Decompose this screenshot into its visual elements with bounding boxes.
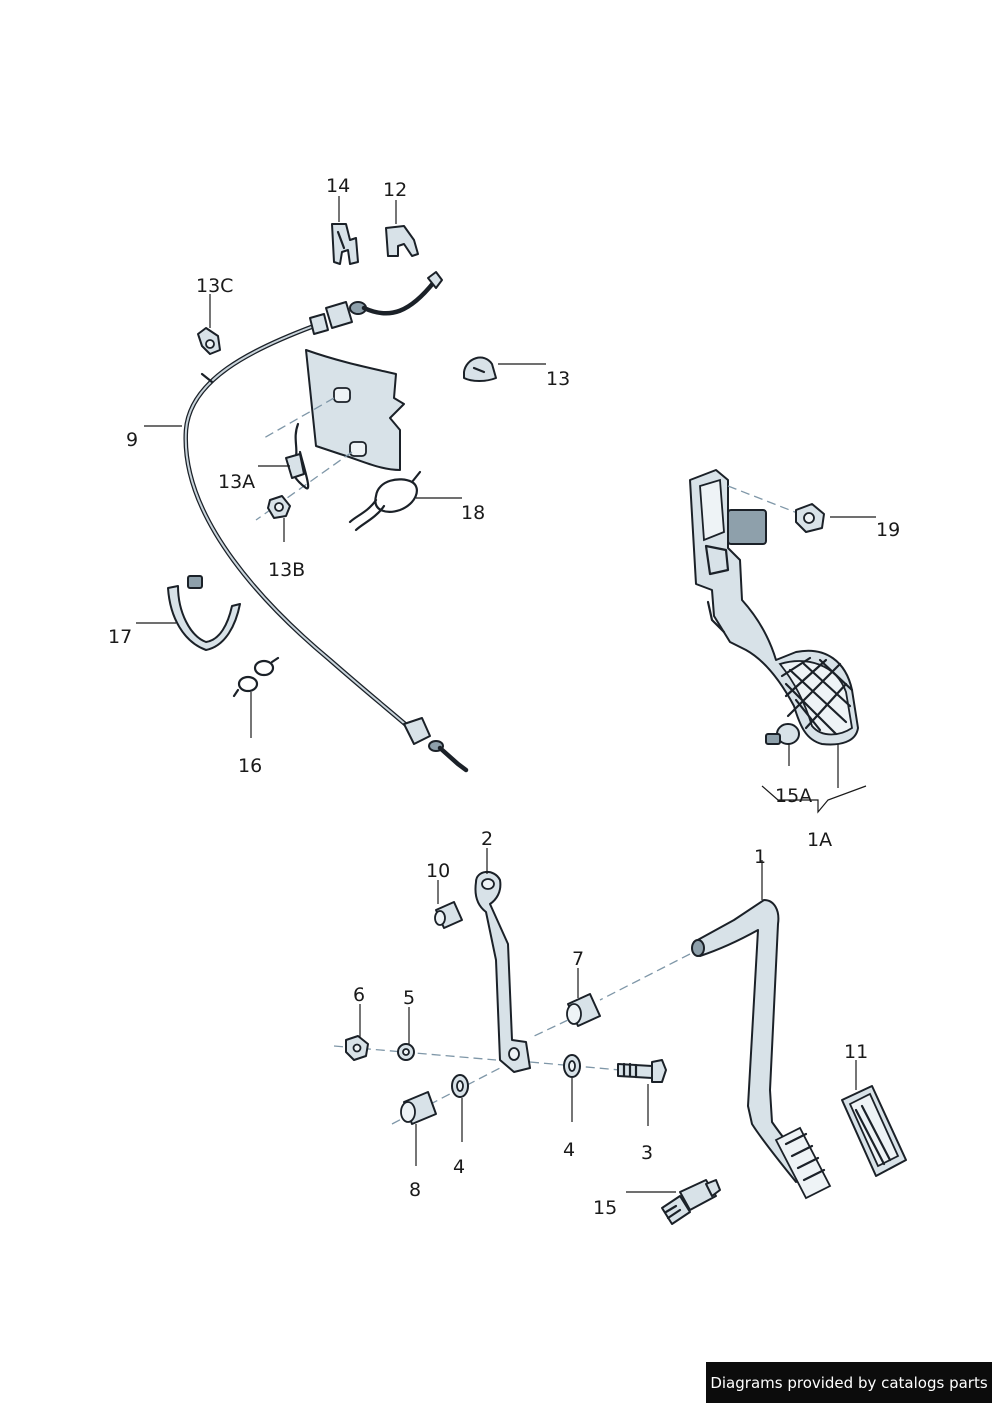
label-5: 5 [403,987,415,1009]
part-13-grommet [463,356,497,382]
part-15-stop-screw [661,1179,721,1225]
label-13: 13 [546,368,570,390]
label-19: 19 [876,519,900,541]
part-16-double-clip [232,656,280,698]
label-9: 9 [126,429,138,451]
part-4-washer-right [563,1054,581,1078]
part-3-bolt [617,1059,667,1083]
label-16: 16 [238,755,262,777]
label-7: 7 [572,948,584,970]
label-4-left: 4 [453,1156,465,1178]
footer-credit-badge: Diagrams provided by catalogs parts [706,1362,992,1403]
label-10: 10 [426,860,450,882]
label-13b: 13B [268,559,305,581]
part-18-clamp [348,470,422,532]
label-11: 11 [844,1041,868,1063]
leader-lines [136,196,876,1193]
label-2: 2 [481,828,493,850]
label-17: 17 [108,626,132,648]
part-11-pedal-pad [841,1085,907,1177]
mounting-bracket [255,349,405,521]
part-17-cable-tie [167,575,241,651]
part-4-washer-left [451,1074,469,1098]
part-13c-retainer [197,327,221,355]
label-13c: 13C [196,275,233,297]
part-13b-nut [267,495,291,519]
part-6-nut [345,1035,369,1061]
part-14-clip [331,223,359,265]
label-12: 12 [383,179,407,201]
part-1a-pedal-module [689,469,859,746]
label-15: 15 [593,1197,617,1219]
label-18: 18 [461,502,485,524]
label-1a: 1A [807,829,832,851]
part-12-clip [385,225,419,257]
part-8-bushing [400,1091,437,1125]
part-5-lock-washer [397,1043,415,1061]
label-4-right: 4 [563,1139,575,1161]
part-10-bushing [434,901,463,929]
label-13a: 13A [218,471,255,493]
label-8: 8 [409,1179,421,1201]
part-1-pedal-arm [529,899,832,1200]
label-3: 3 [641,1142,653,1164]
part-15a-bump-stop [765,723,800,745]
footer-credit-text: Diagrams provided by catalogs parts [710,1373,988,1392]
label-14: 14 [326,175,350,197]
part-9-cable [183,271,469,773]
part-7-bushing [566,993,601,1027]
part-labels: 14 12 13C 13 9 13A 18 19 13B 17 16 15A 1… [108,175,900,1219]
label-15a: 15A [775,785,812,807]
part-13a-spring-clip [285,422,310,490]
part-2-lever [474,871,531,1073]
part-19-nut [727,485,825,533]
label-1: 1 [754,846,766,868]
label-6: 6 [353,984,365,1006]
